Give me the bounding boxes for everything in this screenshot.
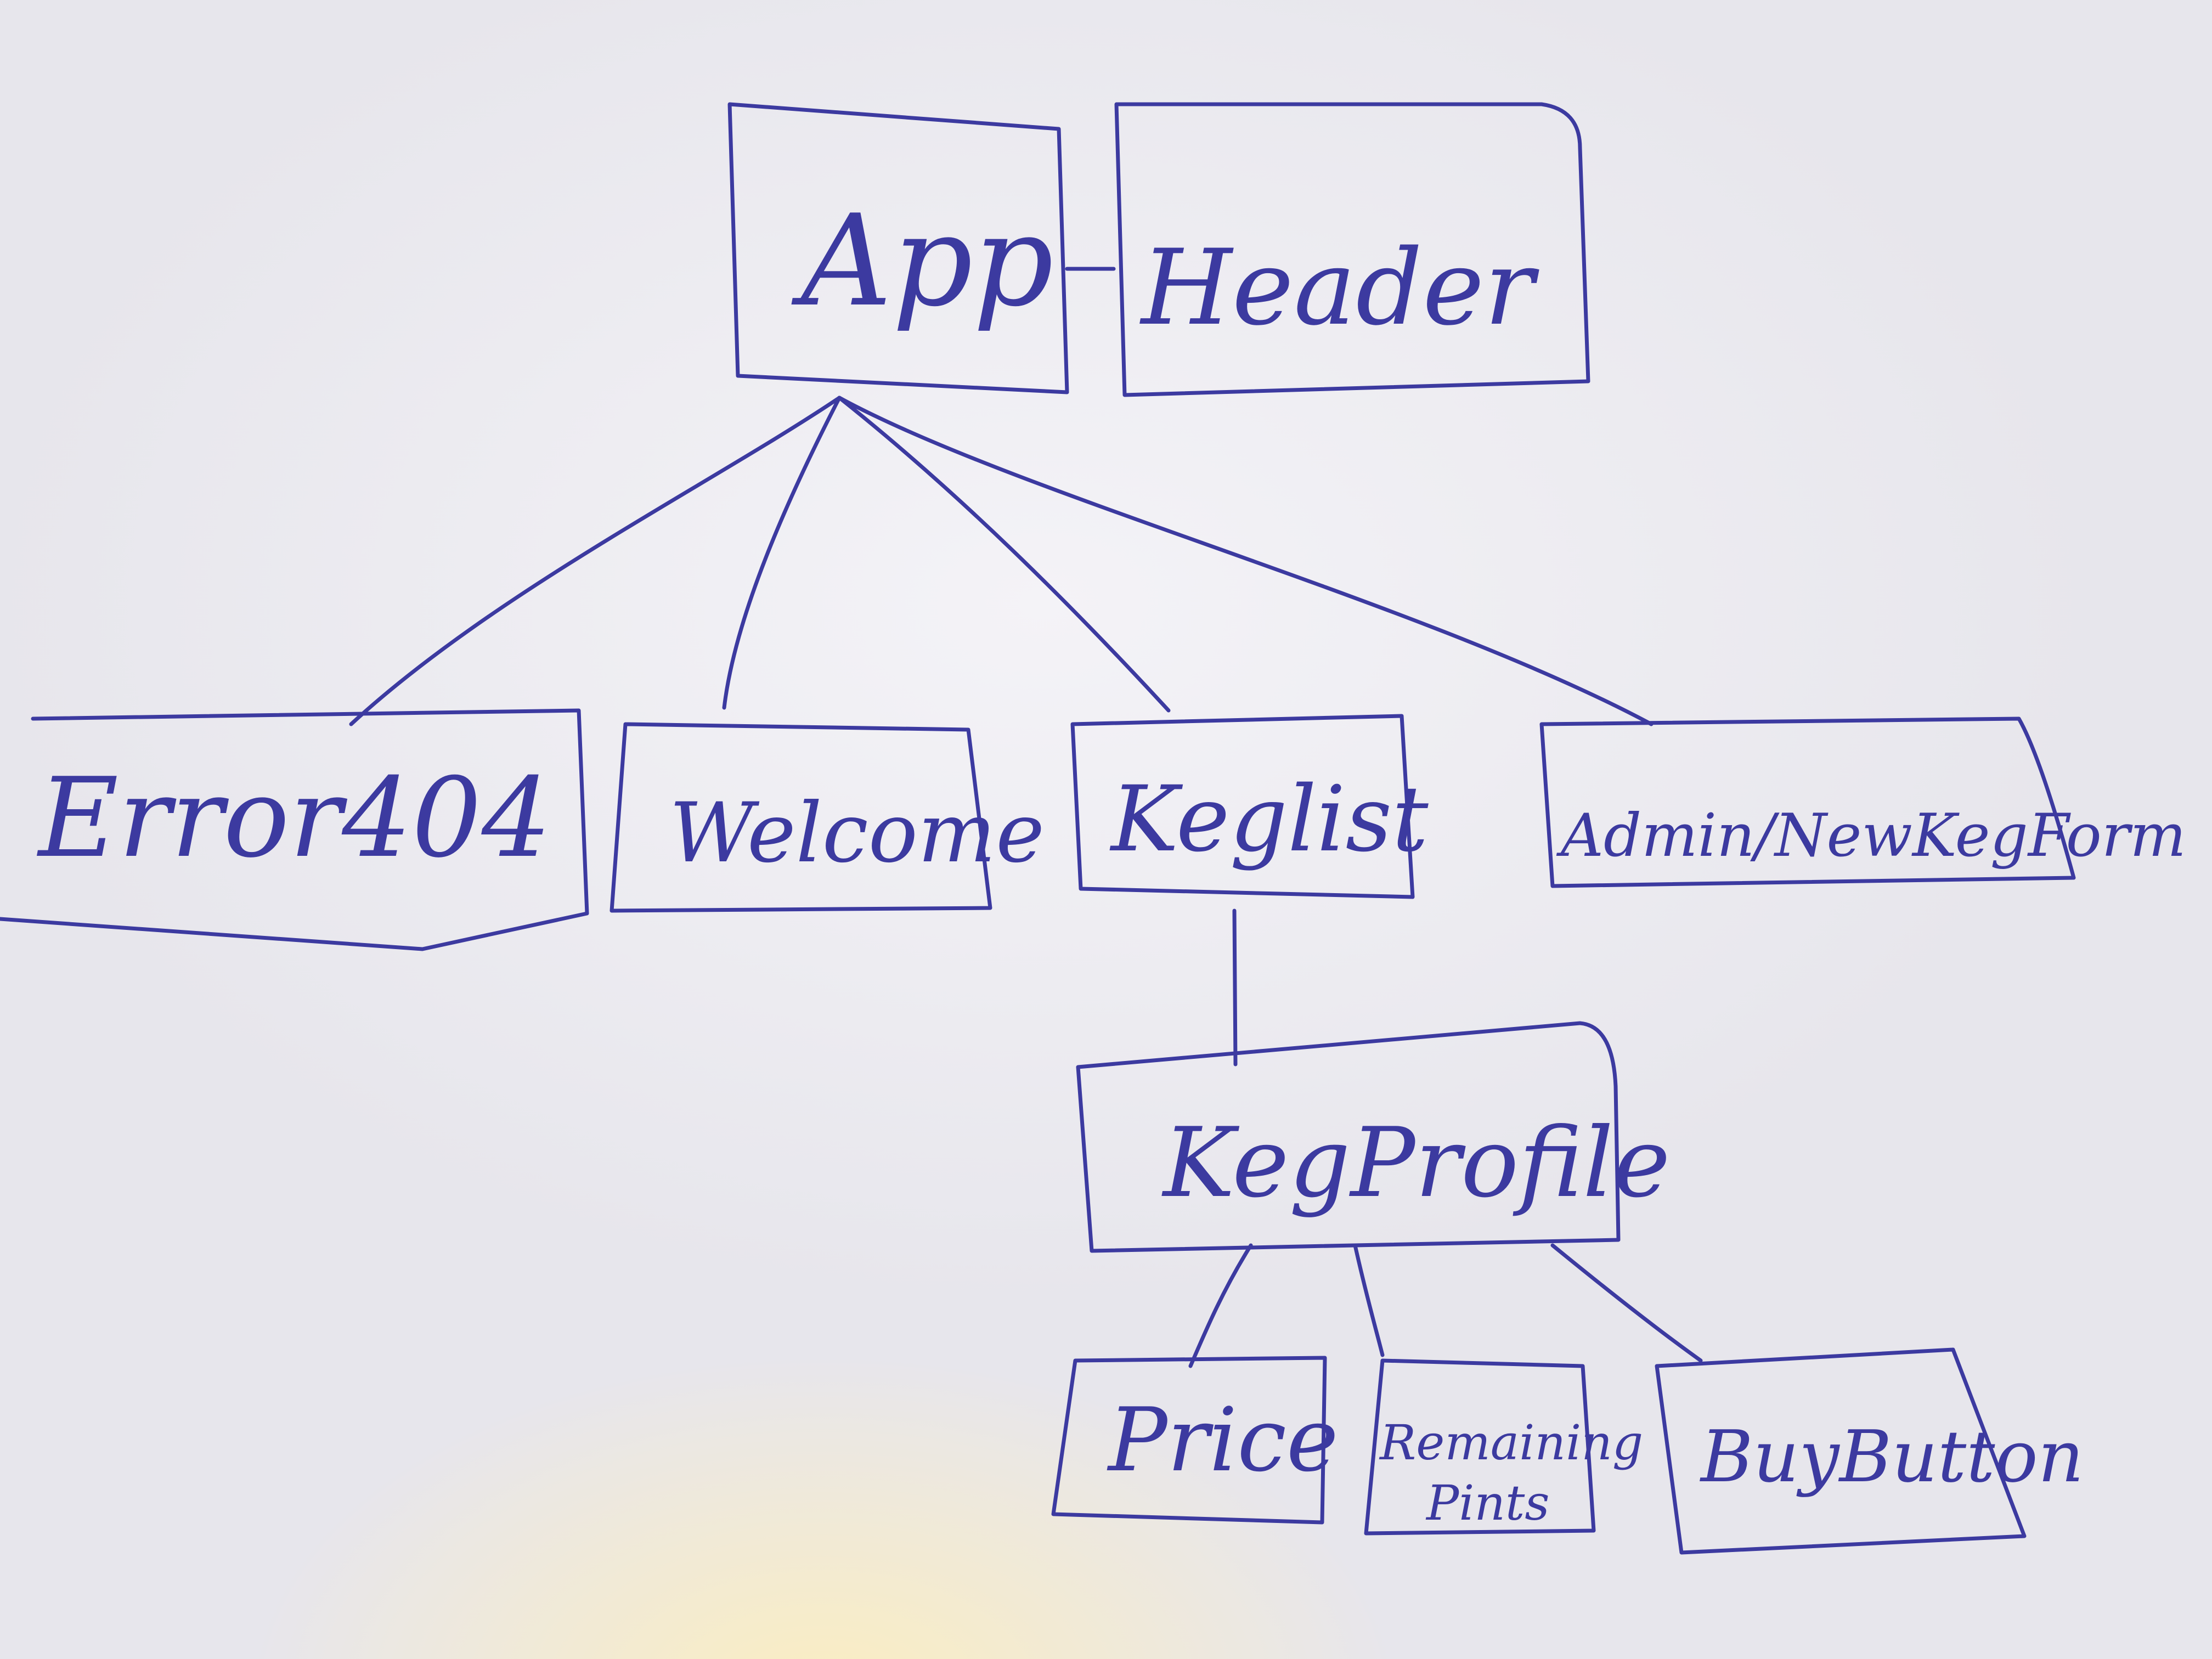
node-kegprofile-box xyxy=(1076,1021,1621,1253)
node-welcome: Welcome xyxy=(610,722,1045,913)
node-header-box xyxy=(1114,102,1590,397)
node-welcome-label: Welcome xyxy=(669,786,1045,881)
node-app-box xyxy=(727,102,1069,394)
node-price-label: Price xyxy=(1107,1389,1339,1491)
node-keglist-label: Keglist xyxy=(1109,766,1429,872)
node-admin-box xyxy=(1539,716,2076,888)
node-buybutton: BuyButton xyxy=(1655,1347,2084,1555)
node-remaining-pints: Remaining Pints xyxy=(1364,1358,1643,1536)
node-admin-newkegform: Admin/NewKegForm xyxy=(1539,716,2186,888)
node-price-box xyxy=(1051,1356,1327,1525)
edge-kegprofile-price xyxy=(1188,1243,1253,1368)
edge-app-welcome xyxy=(722,396,842,710)
node-admin-label: Admin/NewKegForm xyxy=(1556,802,2186,870)
node-app: App xyxy=(727,102,1069,394)
node-welcome-box xyxy=(610,722,992,913)
node-remaining-label-line1: Remaining xyxy=(1379,1414,1643,1471)
edge-keglist-kegprofile xyxy=(1232,909,1238,1066)
node-remaining-box xyxy=(1364,1358,1596,1536)
edge-app-admin xyxy=(837,396,1654,726)
node-kegprofile: KegProfile xyxy=(1076,1021,1671,1253)
node-keglist-box xyxy=(1070,714,1415,899)
node-header: Header xyxy=(1114,102,1590,397)
node-error404-label: Error404 xyxy=(36,754,551,882)
edge-app-keglist xyxy=(837,396,1171,713)
node-error404-box xyxy=(0,708,589,951)
node-header-label: Header xyxy=(1139,227,1539,348)
node-kegprofile-label: KegProfile xyxy=(1161,1108,1671,1219)
node-keglist: Keglist xyxy=(1070,714,1429,899)
node-app-label: App xyxy=(791,188,1054,335)
edge-kegprofile-buybutton xyxy=(1550,1243,1703,1363)
edge-kegprofile-remaining xyxy=(1353,1243,1385,1357)
connector-lines xyxy=(349,267,1703,1368)
node-buybutton-label: BuyButton xyxy=(1700,1415,2084,1498)
node-price: Price xyxy=(1051,1356,1339,1525)
edge-app-error404 xyxy=(349,396,842,726)
node-buybutton-box xyxy=(1655,1347,2027,1555)
node-remaining-label-line2: Pints xyxy=(1425,1475,1550,1531)
node-error404: Error404 xyxy=(0,708,589,951)
